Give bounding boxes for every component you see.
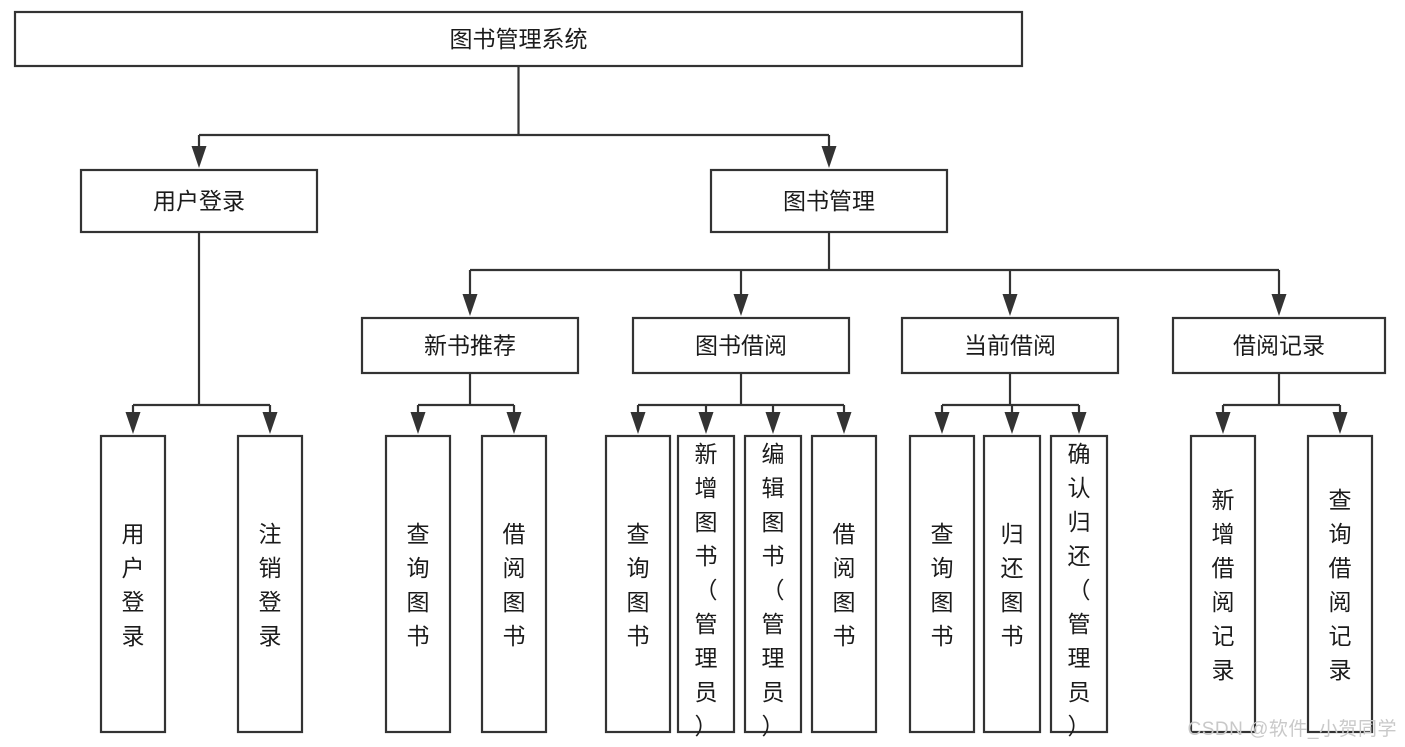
- level1-node[interactable]: 图书管理: [709, 168, 949, 234]
- leaf-node[interactable]: 借阅图书: [810, 434, 878, 734]
- leaf-node[interactable]: 注销登录: [236, 434, 304, 734]
- leaf-box[interactable]: [982, 434, 1042, 734]
- level2-box[interactable]: [1171, 316, 1387, 375]
- leaf-node[interactable]: 确认归还（管理员）: [1049, 434, 1109, 739]
- level2-box[interactable]: [360, 316, 580, 375]
- leaf-box[interactable]: [810, 434, 878, 734]
- leaf-node[interactable]: 查询图书: [908, 434, 976, 734]
- leaf-node[interactable]: 查询借阅记录: [1306, 434, 1374, 734]
- arrowhead-icon: [821, 146, 837, 168]
- root-node[interactable]: 图书管理系统: [13, 10, 1024, 68]
- leaf-box[interactable]: [908, 434, 976, 734]
- arrowhead-icon: [506, 412, 522, 434]
- leaf-node[interactable]: 查询图书: [384, 434, 452, 734]
- leaf-box[interactable]: [743, 434, 803, 734]
- leaf-box[interactable]: [480, 434, 548, 734]
- level2-label: 借阅记录: [1233, 333, 1325, 359]
- arrowhead-icon: [934, 412, 950, 434]
- leaf-box[interactable]: [1189, 434, 1257, 734]
- node-layer: 图书管理系统用户登录图书管理新书推荐图书借阅当前借阅借阅记录用户登录注销登录查询…: [13, 10, 1387, 739]
- arrowhead-icon: [1215, 412, 1231, 434]
- level2-box[interactable]: [631, 316, 851, 375]
- level1-node[interactable]: 用户登录: [79, 168, 319, 234]
- level2-label: 当前借阅: [964, 333, 1056, 359]
- arrowhead-icon: [1271, 294, 1287, 316]
- leaf-box[interactable]: [236, 434, 304, 734]
- level2-node[interactable]: 新书推荐: [360, 316, 580, 375]
- arrowhead-icon: [262, 412, 278, 434]
- leaf-label: 查询图书: [931, 521, 954, 649]
- leaf-node[interactable]: 新增借阅记录: [1189, 434, 1257, 734]
- arrowhead-icon: [410, 412, 426, 434]
- leaf-label: 借阅图书: [833, 521, 856, 649]
- arrowhead-icon: [1004, 412, 1020, 434]
- arrowhead-icon: [1071, 412, 1087, 434]
- leaf-label: 查询图书: [627, 521, 650, 649]
- arrowhead-icon: [462, 294, 478, 316]
- level2-node[interactable]: 图书借阅: [631, 316, 851, 375]
- level1-label: 图书管理: [783, 188, 875, 214]
- leaf-node[interactable]: 新增图书（管理员）: [676, 434, 736, 739]
- leaf-label: 用户登录: [122, 521, 145, 649]
- leaf-node[interactable]: 查询图书: [604, 434, 672, 734]
- arrowhead-icon: [191, 146, 207, 168]
- leaf-label: 新增借阅记录: [1212, 487, 1235, 683]
- level2-node[interactable]: 借阅记录: [1171, 316, 1387, 375]
- leaf-label: 编辑图书（管理员）: [762, 441, 785, 739]
- leaf-label: 归还图书: [1001, 521, 1024, 649]
- level2-node[interactable]: 当前借阅: [900, 316, 1120, 375]
- leaf-box[interactable]: [1306, 434, 1374, 734]
- leaf-label: 查询借阅记录: [1329, 487, 1352, 683]
- level1-box[interactable]: [79, 168, 319, 234]
- arrowhead-icon: [733, 294, 749, 316]
- level2-label: 图书借阅: [695, 333, 787, 359]
- leaf-box[interactable]: [384, 434, 452, 734]
- leaf-label: 新增图书（管理员）: [695, 441, 718, 739]
- leaf-label: 借阅图书: [503, 521, 526, 649]
- leaf-node[interactable]: 编辑图书（管理员）: [743, 434, 803, 739]
- leaf-box[interactable]: [99, 434, 167, 734]
- arrowhead-icon: [698, 412, 714, 434]
- leaf-node[interactable]: 归还图书: [982, 434, 1042, 734]
- connector-layer: [125, 66, 1348, 434]
- leaf-node[interactable]: 借阅图书: [480, 434, 548, 734]
- arrowhead-icon: [125, 412, 141, 434]
- leaf-box[interactable]: [676, 434, 736, 734]
- level2-label: 新书推荐: [424, 333, 516, 359]
- csdn-watermark: CSDN @软件_小贺同学: [1187, 719, 1397, 740]
- arrowhead-icon: [1002, 294, 1018, 316]
- leaf-box[interactable]: [604, 434, 672, 734]
- root-box[interactable]: [13, 10, 1024, 68]
- leaf-box[interactable]: [1049, 434, 1109, 734]
- level2-box[interactable]: [900, 316, 1120, 375]
- leaf-label: 注销登录: [259, 521, 282, 649]
- arrowhead-icon: [836, 412, 852, 434]
- arrowhead-icon: [765, 412, 781, 434]
- leaf-label: 确认归还（管理员）: [1068, 441, 1091, 739]
- leaf-label: 查询图书: [407, 521, 430, 649]
- level1-label: 用户登录: [153, 188, 245, 214]
- leaf-node[interactable]: 用户登录: [99, 434, 167, 734]
- arrowhead-icon: [1332, 412, 1348, 434]
- level1-box[interactable]: [709, 168, 949, 234]
- arrowhead-icon: [630, 412, 646, 434]
- root-label: 图书管理系统: [450, 26, 588, 52]
